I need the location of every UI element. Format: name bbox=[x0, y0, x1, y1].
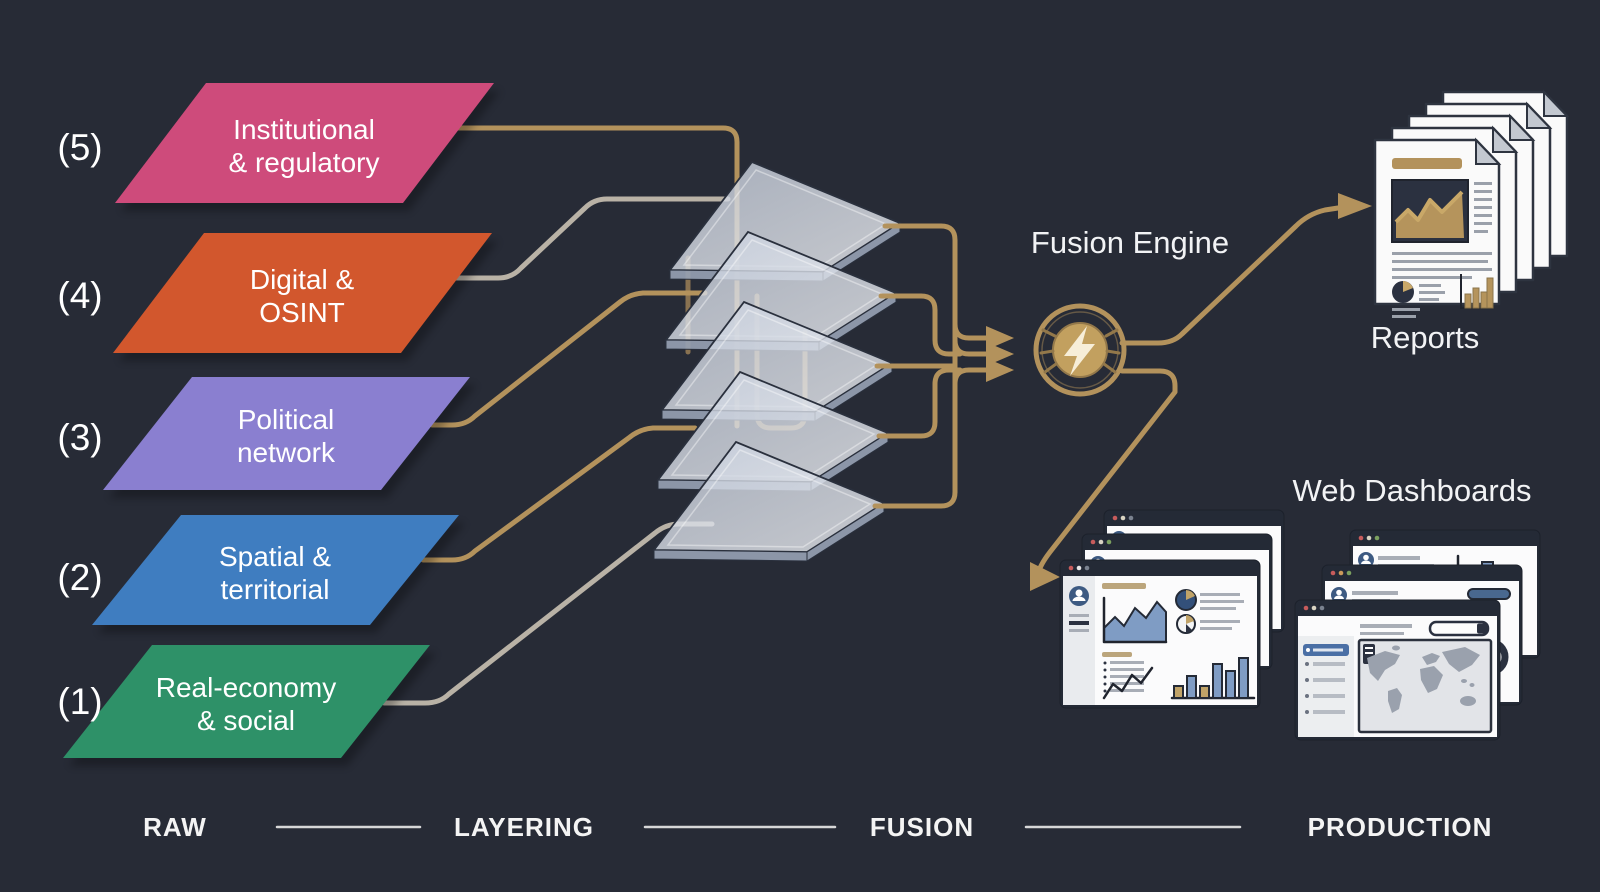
merge-line-5 bbox=[872, 489, 958, 509]
layer-label-line2: OSINT bbox=[259, 297, 345, 328]
input-layers: (5) Institutional & regulatory (4) Digit… bbox=[57, 83, 500, 766]
layer-item-4: (4) Digital & OSINT bbox=[57, 233, 498, 361]
report-bar-chart bbox=[1460, 274, 1494, 309]
dashboards-arrow bbox=[1030, 368, 1178, 591]
browser-window-front bbox=[1294, 599, 1501, 741]
search-input bbox=[1428, 620, 1490, 637]
layer-2-connector-line bbox=[420, 425, 698, 563]
dashboard-title-bar bbox=[1102, 583, 1146, 589]
layer-label-line2: network bbox=[237, 437, 336, 468]
report-page-front bbox=[1373, 137, 1502, 318]
merge-line-1 bbox=[882, 223, 958, 495]
donut-chart bbox=[1176, 614, 1196, 634]
layer-label-line1: Spatial & bbox=[219, 541, 331, 572]
bar-chart bbox=[1170, 657, 1256, 700]
stage-label-production: PRODUCTION bbox=[1308, 812, 1493, 842]
reports-label: Reports bbox=[1371, 320, 1480, 355]
merge-stub-bottom bbox=[952, 367, 989, 387]
stacked-documents-icon bbox=[1373, 89, 1570, 318]
report-pie-chart bbox=[1392, 281, 1414, 303]
layer-label-line2: territorial bbox=[221, 574, 330, 605]
layer-item-3: (3) Political network bbox=[57, 377, 476, 498]
merge-stub-mid bbox=[952, 337, 989, 357]
layer-number-4: (4) bbox=[57, 275, 102, 316]
layer-item-2: (2) Spatial & territorial bbox=[57, 515, 465, 633]
report-text-lines bbox=[1392, 182, 1492, 318]
fusion-ring-inner bbox=[1041, 311, 1119, 389]
layer-label-line1: Political bbox=[238, 404, 334, 435]
layer-label-line1: Real-economy bbox=[156, 672, 337, 703]
layer-shape-5 bbox=[115, 83, 494, 203]
layer-shape-3 bbox=[103, 377, 470, 490]
layer-3-connector-line bbox=[429, 290, 708, 428]
layer-number-5: (5) bbox=[57, 127, 102, 168]
layer-label-line1: Institutional bbox=[233, 114, 375, 145]
stage-label-fusion: FUSION bbox=[870, 812, 974, 842]
layer-label-line2: & regulatory bbox=[229, 147, 380, 178]
fusion-engine-label: Fusion Engine bbox=[1031, 225, 1229, 260]
merge-line-4 bbox=[876, 367, 963, 439]
layer-number-1: (1) bbox=[57, 681, 102, 722]
layer-item-5: (5) Institutional & regulatory bbox=[57, 83, 500, 211]
layer-5-connector-line bbox=[455, 125, 740, 429]
fusion-engine: Fusion Engine bbox=[1031, 225, 1229, 397]
area-chart bbox=[1102, 596, 1168, 644]
web-dashboards-label: Web Dashboards bbox=[1293, 473, 1532, 508]
layer-label-line1: Digital & bbox=[250, 264, 355, 295]
triple-chevron-arrow-icon bbox=[986, 326, 1014, 382]
pie-chart bbox=[1175, 589, 1197, 611]
layer-number-2: (2) bbox=[57, 557, 102, 598]
merge-lines bbox=[872, 223, 1014, 509]
reports-arrow bbox=[1119, 193, 1372, 346]
report-line-chart bbox=[1391, 179, 1469, 243]
layer-stack bbox=[652, 160, 902, 562]
layer-item-1: (1) Real-economy & social bbox=[57, 645, 436, 766]
browser-windows-world-map-icon bbox=[1294, 529, 1541, 741]
layer-shape-2 bbox=[92, 515, 459, 625]
layer-number-3: (3) bbox=[57, 417, 102, 458]
sparkline-chart bbox=[1102, 666, 1154, 700]
layer-4-connector-line bbox=[452, 196, 731, 281]
layer-shape-1 bbox=[63, 645, 430, 758]
report-title-bar bbox=[1392, 158, 1462, 169]
stage-label-layering: LAYERING bbox=[454, 812, 594, 842]
world-map bbox=[1357, 638, 1493, 734]
merge-line-2 bbox=[878, 293, 963, 357]
sidebar-items bbox=[1305, 662, 1345, 714]
browser-window-front bbox=[1059, 559, 1261, 709]
browser-windows-charts-icon bbox=[1059, 509, 1285, 709]
layer-shape-4 bbox=[113, 233, 492, 353]
stage-label-raw: RAW bbox=[143, 812, 207, 842]
stage-row: RAW LAYERING FUSION PRODUCTION bbox=[143, 812, 1493, 842]
lightning-bolt-burst-in-ring-icon bbox=[1039, 322, 1121, 378]
layer-label-line2: & social bbox=[197, 705, 295, 736]
fusion-ring bbox=[1033, 303, 1127, 397]
avatar bbox=[1069, 586, 1089, 606]
arrow-head-icon bbox=[1030, 562, 1060, 591]
arrow-head-icon bbox=[1338, 193, 1372, 219]
stack-slab bbox=[652, 440, 886, 562]
merge-stub-top bbox=[952, 321, 989, 341]
